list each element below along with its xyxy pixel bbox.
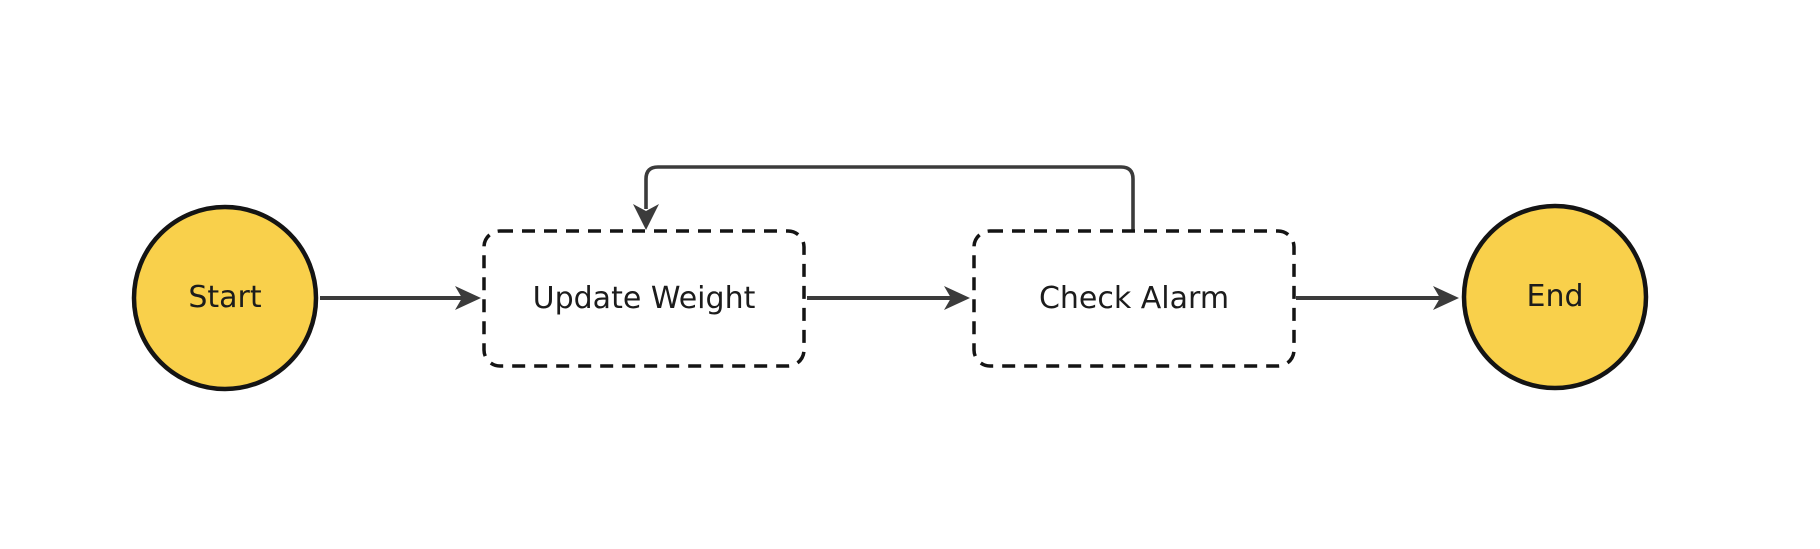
edge-check-alarm-to-end xyxy=(1296,286,1459,310)
edge-check-alarm-to-update-weight-loop xyxy=(633,165,1135,230)
node-shape-check-alarm xyxy=(972,229,1296,368)
arrowhead-into-end xyxy=(1433,286,1459,310)
arrowhead-into-update-weight xyxy=(455,286,481,310)
arrowhead-loop-into-update-weight xyxy=(633,204,659,230)
arrowhead-into-check-alarm xyxy=(944,286,970,310)
node-shape-end xyxy=(1461,203,1649,391)
edge-start-to-update-weight xyxy=(320,286,481,310)
node-shape-start xyxy=(131,204,319,392)
edge-update-weight-to-check-alarm xyxy=(807,286,970,310)
node-shape-update-weight xyxy=(482,229,806,368)
